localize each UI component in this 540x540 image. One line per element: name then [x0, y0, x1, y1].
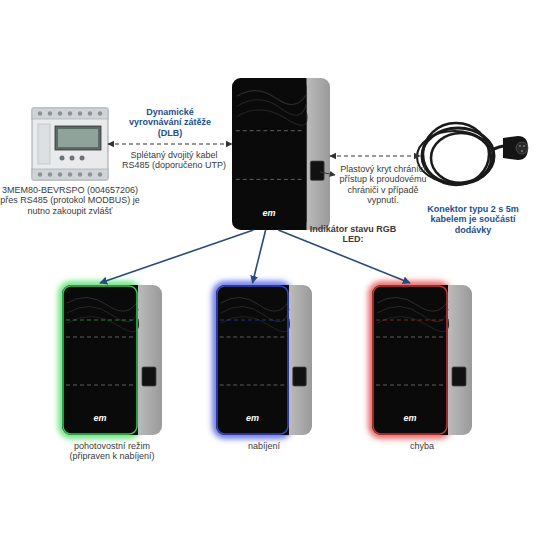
blue-led — [217, 286, 288, 434]
red-led — [373, 286, 447, 434]
brand-logo: em — [216, 413, 289, 423]
status-caption: chyba — [374, 441, 470, 451]
status-arrow — [100, 230, 253, 283]
cable-note: Splétaný dvojitý kabel RS485 (doporučeno… — [118, 150, 230, 171]
brand-logo: em — [62, 413, 138, 423]
status-arrow — [252, 230, 265, 283]
data-link — [330, 155, 420, 156]
energy-meter — [32, 108, 108, 180]
cable-box: Konektor typu 2 s 5m kabelem je součástí… — [420, 112, 530, 200]
meter-description: 3MEM80-BEVRSPO (004657206) přes RS485 (p… — [0, 185, 144, 216]
energy-meter-box: 3MEM80-BEVRSPO (004657206) přes RS485 (p… — [32, 108, 108, 180]
charger-box: em — [232, 78, 330, 230]
led-heading: Indikátor stavu RGB LED: — [305, 224, 401, 245]
red-led — [376, 320, 444, 321]
brand-logo: em — [372, 413, 448, 423]
charger-illustration — [372, 285, 472, 435]
status-caption: pohotovostní režim (připraven k nabíjení… — [64, 441, 160, 462]
status-box: emchyba — [372, 285, 472, 435]
blue-led — [220, 320, 285, 321]
status-caption: nabíjení — [216, 441, 312, 451]
green-led — [63, 286, 137, 434]
status-box: emnabíjení — [216, 285, 312, 435]
status-box: empohotovostní režim (připraven k nabíje… — [62, 285, 162, 435]
data-link — [108, 143, 232, 144]
charger-illustration — [232, 78, 330, 230]
status-arrow — [278, 230, 410, 283]
edge-label: Dynamické vyrovnávání zátěže (DLB) — [124, 107, 216, 138]
type2-plug — [503, 136, 528, 160]
connector-caption: Konektor typu 2 s 5m kabelem je součástí… — [414, 204, 532, 235]
charger-illustration — [216, 285, 312, 435]
brand-logo: em — [232, 208, 306, 218]
charger-illustration — [62, 285, 162, 435]
cable-coil — [417, 123, 505, 185]
green-led — [66, 320, 134, 321]
callout-arrow — [320, 172, 335, 175]
cover-note: Plastový kryt chránící přístup k proudov… — [336, 164, 430, 205]
